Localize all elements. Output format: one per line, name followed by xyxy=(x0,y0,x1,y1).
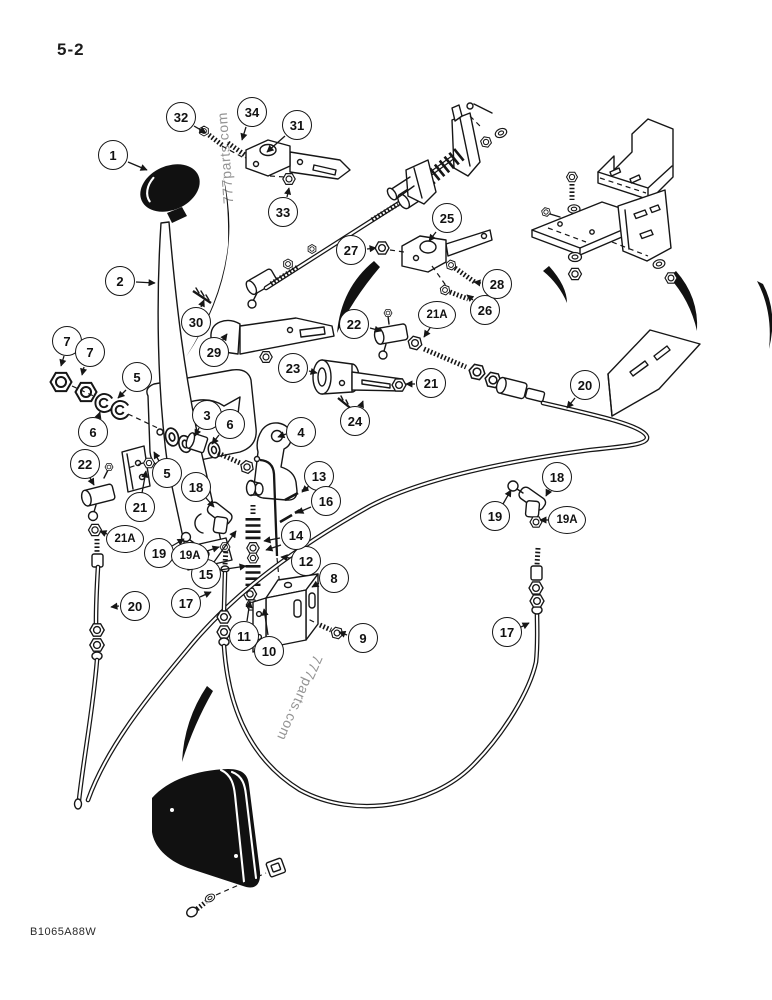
callout-17b: 17 xyxy=(492,617,522,647)
callout-17: 17 xyxy=(171,588,201,618)
callout-27: 27 xyxy=(336,235,366,265)
pedal-boot xyxy=(152,768,287,918)
loop-cable xyxy=(216,547,545,809)
callout-19b: 19 xyxy=(480,501,510,531)
flat-bracket xyxy=(607,329,701,417)
callout-7b: 7 xyxy=(75,337,105,367)
long-rod xyxy=(263,183,426,291)
drawing-code: B1065A88W xyxy=(30,926,97,938)
callout-19a-b: 19A xyxy=(548,506,586,534)
left-cable xyxy=(73,564,105,810)
callout-21b: 21 xyxy=(125,492,155,522)
spring-assembly xyxy=(386,102,509,205)
callout-18b: 18 xyxy=(542,462,572,492)
callout-23: 23 xyxy=(278,353,308,383)
callout-10: 10 xyxy=(254,636,284,666)
callout-12: 12 xyxy=(291,546,321,576)
left-ball-joint xyxy=(80,463,116,568)
callout-6: 6 xyxy=(78,417,108,447)
callout-20b: 20 xyxy=(570,370,600,400)
page-number: 5-2 xyxy=(57,40,85,59)
right-ball-joint xyxy=(507,480,547,528)
callout-21a-b: 21A xyxy=(106,525,144,553)
callout-4: 4 xyxy=(286,417,316,447)
callout-22b: 22 xyxy=(70,449,100,479)
callout-29: 29 xyxy=(199,337,229,367)
callout-21a: 21A xyxy=(418,301,456,329)
callout-1: 1 xyxy=(98,140,128,170)
callout-5: 5 xyxy=(122,362,152,392)
callout-33: 33 xyxy=(268,197,298,227)
callout-26: 26 xyxy=(470,295,500,325)
callout-8: 8 xyxy=(319,563,349,593)
callout-24: 24 xyxy=(340,406,370,436)
callout-22: 22 xyxy=(339,309,369,339)
pivot-hardware xyxy=(49,371,256,476)
callout-2: 2 xyxy=(105,266,135,296)
callout-32: 32 xyxy=(166,102,196,132)
knob xyxy=(140,164,200,223)
callout-30: 30 xyxy=(181,307,211,337)
callout-19: 19 xyxy=(144,538,174,568)
callout-18: 18 xyxy=(181,472,211,502)
callout-13: 13 xyxy=(304,461,334,491)
callout-14: 14 xyxy=(281,520,311,550)
callout-31: 31 xyxy=(282,110,312,140)
leader-arrows xyxy=(59,125,576,638)
sweep-cable xyxy=(85,400,650,803)
callout-20: 20 xyxy=(120,591,150,621)
callout-21: 21 xyxy=(416,368,446,398)
top-clamp xyxy=(197,124,351,185)
callout-19a: 19A xyxy=(171,542,209,570)
callout-28: 28 xyxy=(482,269,512,299)
callout-25: 25 xyxy=(432,203,462,233)
callout-34: 34 xyxy=(237,97,267,127)
mount-bracket-assembly xyxy=(531,118,678,284)
callout-16: 16 xyxy=(311,486,341,516)
callout-9: 9 xyxy=(348,623,378,653)
clamp-block xyxy=(374,229,493,302)
callout-6b: 6 xyxy=(215,409,245,439)
callout-5b: 5 xyxy=(152,458,182,488)
callout-11: 11 xyxy=(229,621,259,651)
